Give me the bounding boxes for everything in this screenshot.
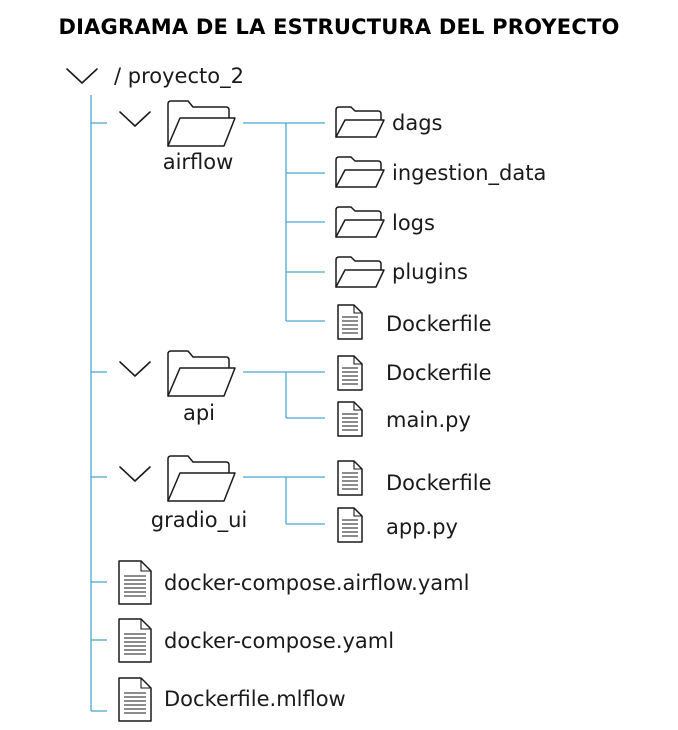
folder-label: gradio_ui (151, 508, 248, 533)
file-icon (337, 507, 363, 543)
file-airflow-dockerfile[interactable]: Dockerfile (337, 304, 492, 340)
folder-open-icon (167, 350, 236, 397)
file-label: Dockerfile (386, 471, 492, 495)
file-label: Dockerfile (386, 312, 492, 336)
folder-open-icon (167, 455, 236, 502)
folder-logs[interactable]: logs (335, 206, 435, 238)
file-main-py[interactable]: main.py (337, 401, 471, 437)
root-label: / proyecto_2 (114, 64, 244, 89)
file-icon (118, 618, 152, 663)
file-label: Dockerfile (386, 361, 492, 385)
file-app-py[interactable]: app.py (337, 507, 458, 543)
diagram-title: DIAGRAMA DE LA ESTRUCTURA DEL PROYECTO (58, 15, 619, 39)
chevron-down-icon[interactable] (119, 466, 151, 482)
folder-label: api (183, 401, 215, 425)
file-icon (337, 401, 363, 437)
folder-label: logs (392, 211, 435, 235)
folder-gradio-ui[interactable]: gradio_ui (119, 455, 248, 533)
folder-airflow[interactable]: airflow (119, 100, 236, 174)
folder-icon (335, 106, 385, 138)
folder-label: ingestion_data (392, 161, 546, 186)
root-chevron-down-icon[interactable] (66, 68, 98, 84)
file-label: docker-compose.yaml (164, 629, 394, 653)
file-docker-compose-airflow-yaml[interactable]: docker-compose.airflow.yaml (118, 560, 469, 605)
file-icon (337, 460, 363, 496)
folder-ingestion-data[interactable]: ingestion_data (335, 156, 546, 188)
folder-label: dags (392, 111, 442, 135)
file-label: docker-compose.airflow.yaml (164, 571, 469, 595)
folder-plugins[interactable]: plugins (335, 256, 468, 288)
folder-label: plugins (392, 260, 468, 284)
file-icon (118, 560, 152, 605)
file-icon (337, 304, 363, 340)
file-icon (118, 677, 152, 722)
folder-icon (335, 206, 385, 238)
folder-open-icon (167, 100, 236, 147)
folder-dags[interactable]: dags (335, 106, 442, 138)
folder-api[interactable]: api (119, 350, 236, 425)
file-docker-compose-yaml[interactable]: docker-compose.yaml (118, 618, 394, 663)
file-api-dockerfile[interactable]: Dockerfile (337, 355, 492, 391)
file-dockerfile-mlflow[interactable]: Dockerfile.mlflow (118, 677, 346, 722)
chevron-down-icon[interactable] (119, 361, 151, 377)
file-label: main.py (386, 408, 471, 432)
file-label: app.py (386, 515, 458, 539)
file-label: Dockerfile.mlflow (164, 687, 346, 711)
chevron-down-icon[interactable] (119, 111, 151, 127)
folder-label: airflow (163, 150, 234, 174)
file-gradio-dockerfile[interactable]: Dockerfile (337, 460, 492, 496)
folder-icon (335, 156, 385, 188)
file-icon (337, 355, 363, 391)
folder-icon (335, 256, 385, 288)
